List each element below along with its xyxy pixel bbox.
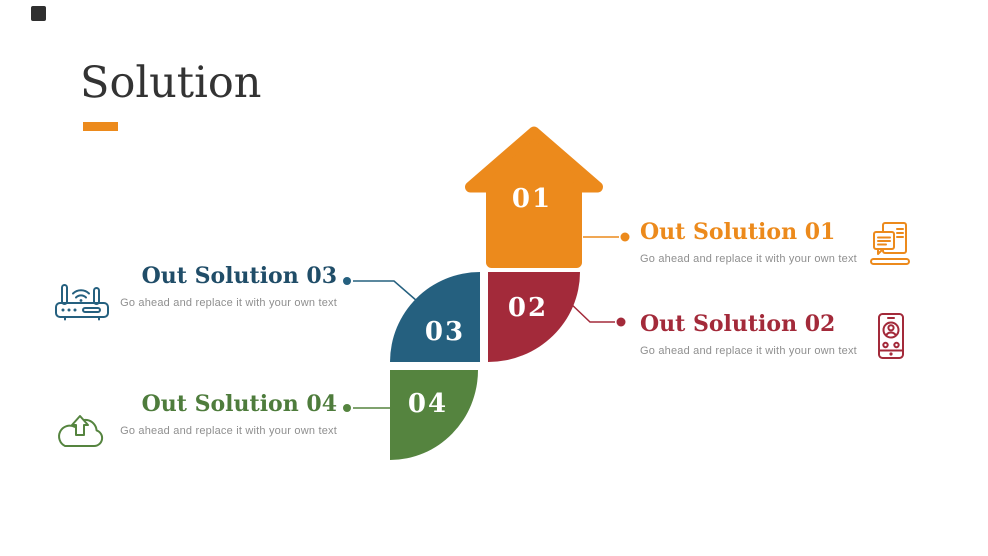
solution-item-02: Out Solution 02 Go ahead and replace it … — [640, 311, 857, 358]
solution-title-03: Out Solution 03 — [141, 263, 337, 289]
phone-contact-icon — [877, 313, 905, 359]
title-underline-accent — [83, 122, 118, 131]
step-wedge-03: 03 — [390, 272, 480, 362]
step-number-03: 03 — [424, 317, 466, 347]
solution-description-04: Go ahead and replace it with your own te… — [120, 425, 337, 437]
solution-description-01: Go ahead and replace it with your own te… — [640, 253, 857, 265]
solution-description-03: Go ahead and replace it with your own te… — [120, 297, 337, 309]
step-arrow-01: 01 — [462, 122, 606, 268]
corner-mark — [31, 6, 46, 21]
step-number-04: 04 — [407, 389, 449, 419]
solution-title-04: Out Solution 04 — [141, 391, 337, 417]
solution-item-04: Out Solution 04 Go ahead and replace it … — [120, 391, 337, 438]
laptop-chat-icon — [870, 221, 910, 267]
page-title: Solution — [80, 58, 262, 108]
solution-item-01: Out Solution 01 Go ahead and replace it … — [640, 219, 857, 266]
step-wedge-04: 04 — [390, 370, 478, 460]
solution-title-02: Out Solution 02 — [640, 311, 836, 337]
solution-item-03: Out Solution 03 Go ahead and replace it … — [120, 263, 337, 310]
up-arrow-shape — [465, 126, 603, 268]
wifi-router-icon — [54, 282, 110, 321]
solution-description-02: Go ahead and replace it with your own te… — [640, 345, 857, 357]
step-number-01: 01 — [511, 184, 553, 214]
solution-title-01: Out Solution 01 — [640, 219, 836, 245]
step-wedge-02: 02 — [488, 272, 580, 362]
cloud-upload-icon — [52, 413, 108, 449]
step-number-02: 02 — [507, 293, 549, 323]
